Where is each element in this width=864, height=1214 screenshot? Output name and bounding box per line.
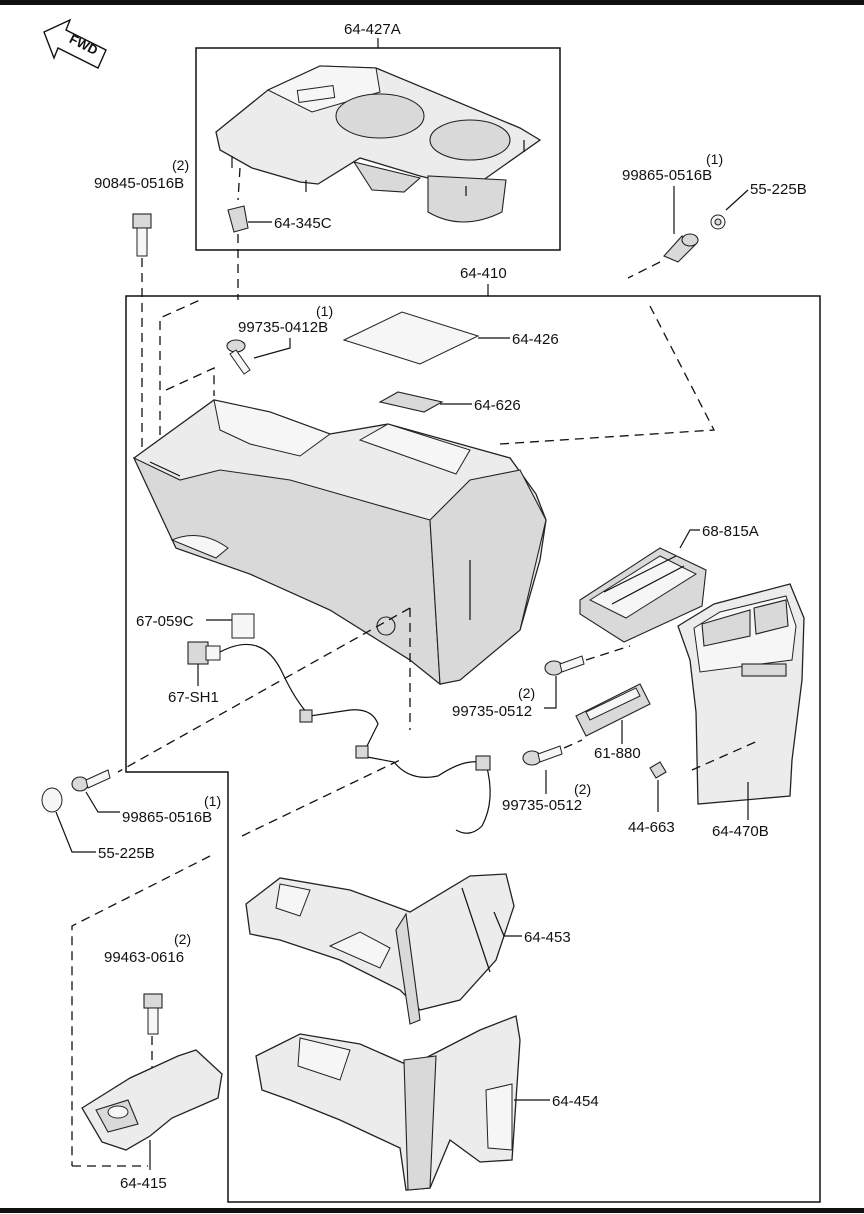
clip-64-345C xyxy=(227,205,249,233)
label-64-470B: 64-470B xyxy=(712,823,769,840)
label-99463-0616: 99463-0616 xyxy=(104,949,184,966)
qty-90845: (2) xyxy=(172,157,189,173)
label-plate-67-059C xyxy=(231,613,255,639)
label-64-626: 64-626 xyxy=(474,397,521,414)
bracket-64-415 xyxy=(81,1049,223,1151)
qty-99735-0512-a: (2) xyxy=(518,685,535,701)
label-64-345C: 64-345C xyxy=(274,215,332,232)
label-55-225B-left: 55-225B xyxy=(98,845,155,862)
label-68-815A: 68-815A xyxy=(702,523,759,540)
bottom-rule xyxy=(0,1208,864,1213)
label-64-410: 64-410 xyxy=(460,265,507,282)
vent-68-815A xyxy=(579,547,707,643)
bolt-90845 xyxy=(132,213,152,257)
label-67-SH1: 67-SH1 xyxy=(168,689,219,706)
label-61-880: 61-880 xyxy=(594,745,641,762)
label-64-415: 64-415 xyxy=(120,1175,167,1192)
label-64-427A: 64-427A xyxy=(344,21,401,38)
cup-holder-panel xyxy=(215,65,542,223)
screw-99865-left xyxy=(71,769,111,792)
label-64-454: 64-454 xyxy=(552,1093,599,1110)
screw-99735-0412B xyxy=(226,339,251,375)
frame-64-410 xyxy=(125,295,821,1203)
mat-64-626 xyxy=(378,391,444,413)
tag-44-663 xyxy=(649,761,667,779)
qty-99463: (2) xyxy=(174,931,191,947)
qty-99865-left: (1) xyxy=(204,793,221,809)
label-99865-0516B-left: 99865-0516B xyxy=(122,809,212,826)
nut-55-225B-top xyxy=(710,214,726,230)
bracket-64-454 xyxy=(255,1015,521,1191)
qty-99865-top: (1) xyxy=(706,151,723,167)
label-99735-0512-a: 99735-0512 xyxy=(452,703,532,720)
top-rule xyxy=(0,0,864,5)
label-99735-0512-b: 99735-0512 xyxy=(502,797,582,814)
qty-99735-0412B: (1) xyxy=(316,303,333,319)
screw-99735-0512-a xyxy=(544,655,585,676)
label-90845-0516B: 90845-0516B xyxy=(94,175,184,192)
label-55-225B-top: 55-225B xyxy=(750,181,807,198)
nut-55-225B-left xyxy=(41,787,63,813)
label-64-426: 64-426 xyxy=(512,331,559,348)
label-44-663: 44-663 xyxy=(628,819,675,836)
qty-99735-0512-b: (2) xyxy=(574,781,591,797)
label-99735-0412B: 99735-0412B xyxy=(238,319,328,336)
forward-arrow-icon: FWD xyxy=(43,18,107,69)
screw-99865-top xyxy=(663,233,699,263)
rear-panel-64-470B xyxy=(677,583,805,805)
screw-99735-0512-b xyxy=(522,745,563,766)
label-67-059C: 67-059C xyxy=(136,613,194,630)
bolt-99463 xyxy=(143,993,163,1035)
bracket-64-453 xyxy=(245,873,515,1025)
label-99865-0516B-top: 99865-0516B xyxy=(622,167,712,184)
console-body xyxy=(132,399,547,686)
pad-64-426 xyxy=(342,311,480,365)
switch-61-880 xyxy=(575,683,651,737)
label-64-453: 64-453 xyxy=(524,929,571,946)
